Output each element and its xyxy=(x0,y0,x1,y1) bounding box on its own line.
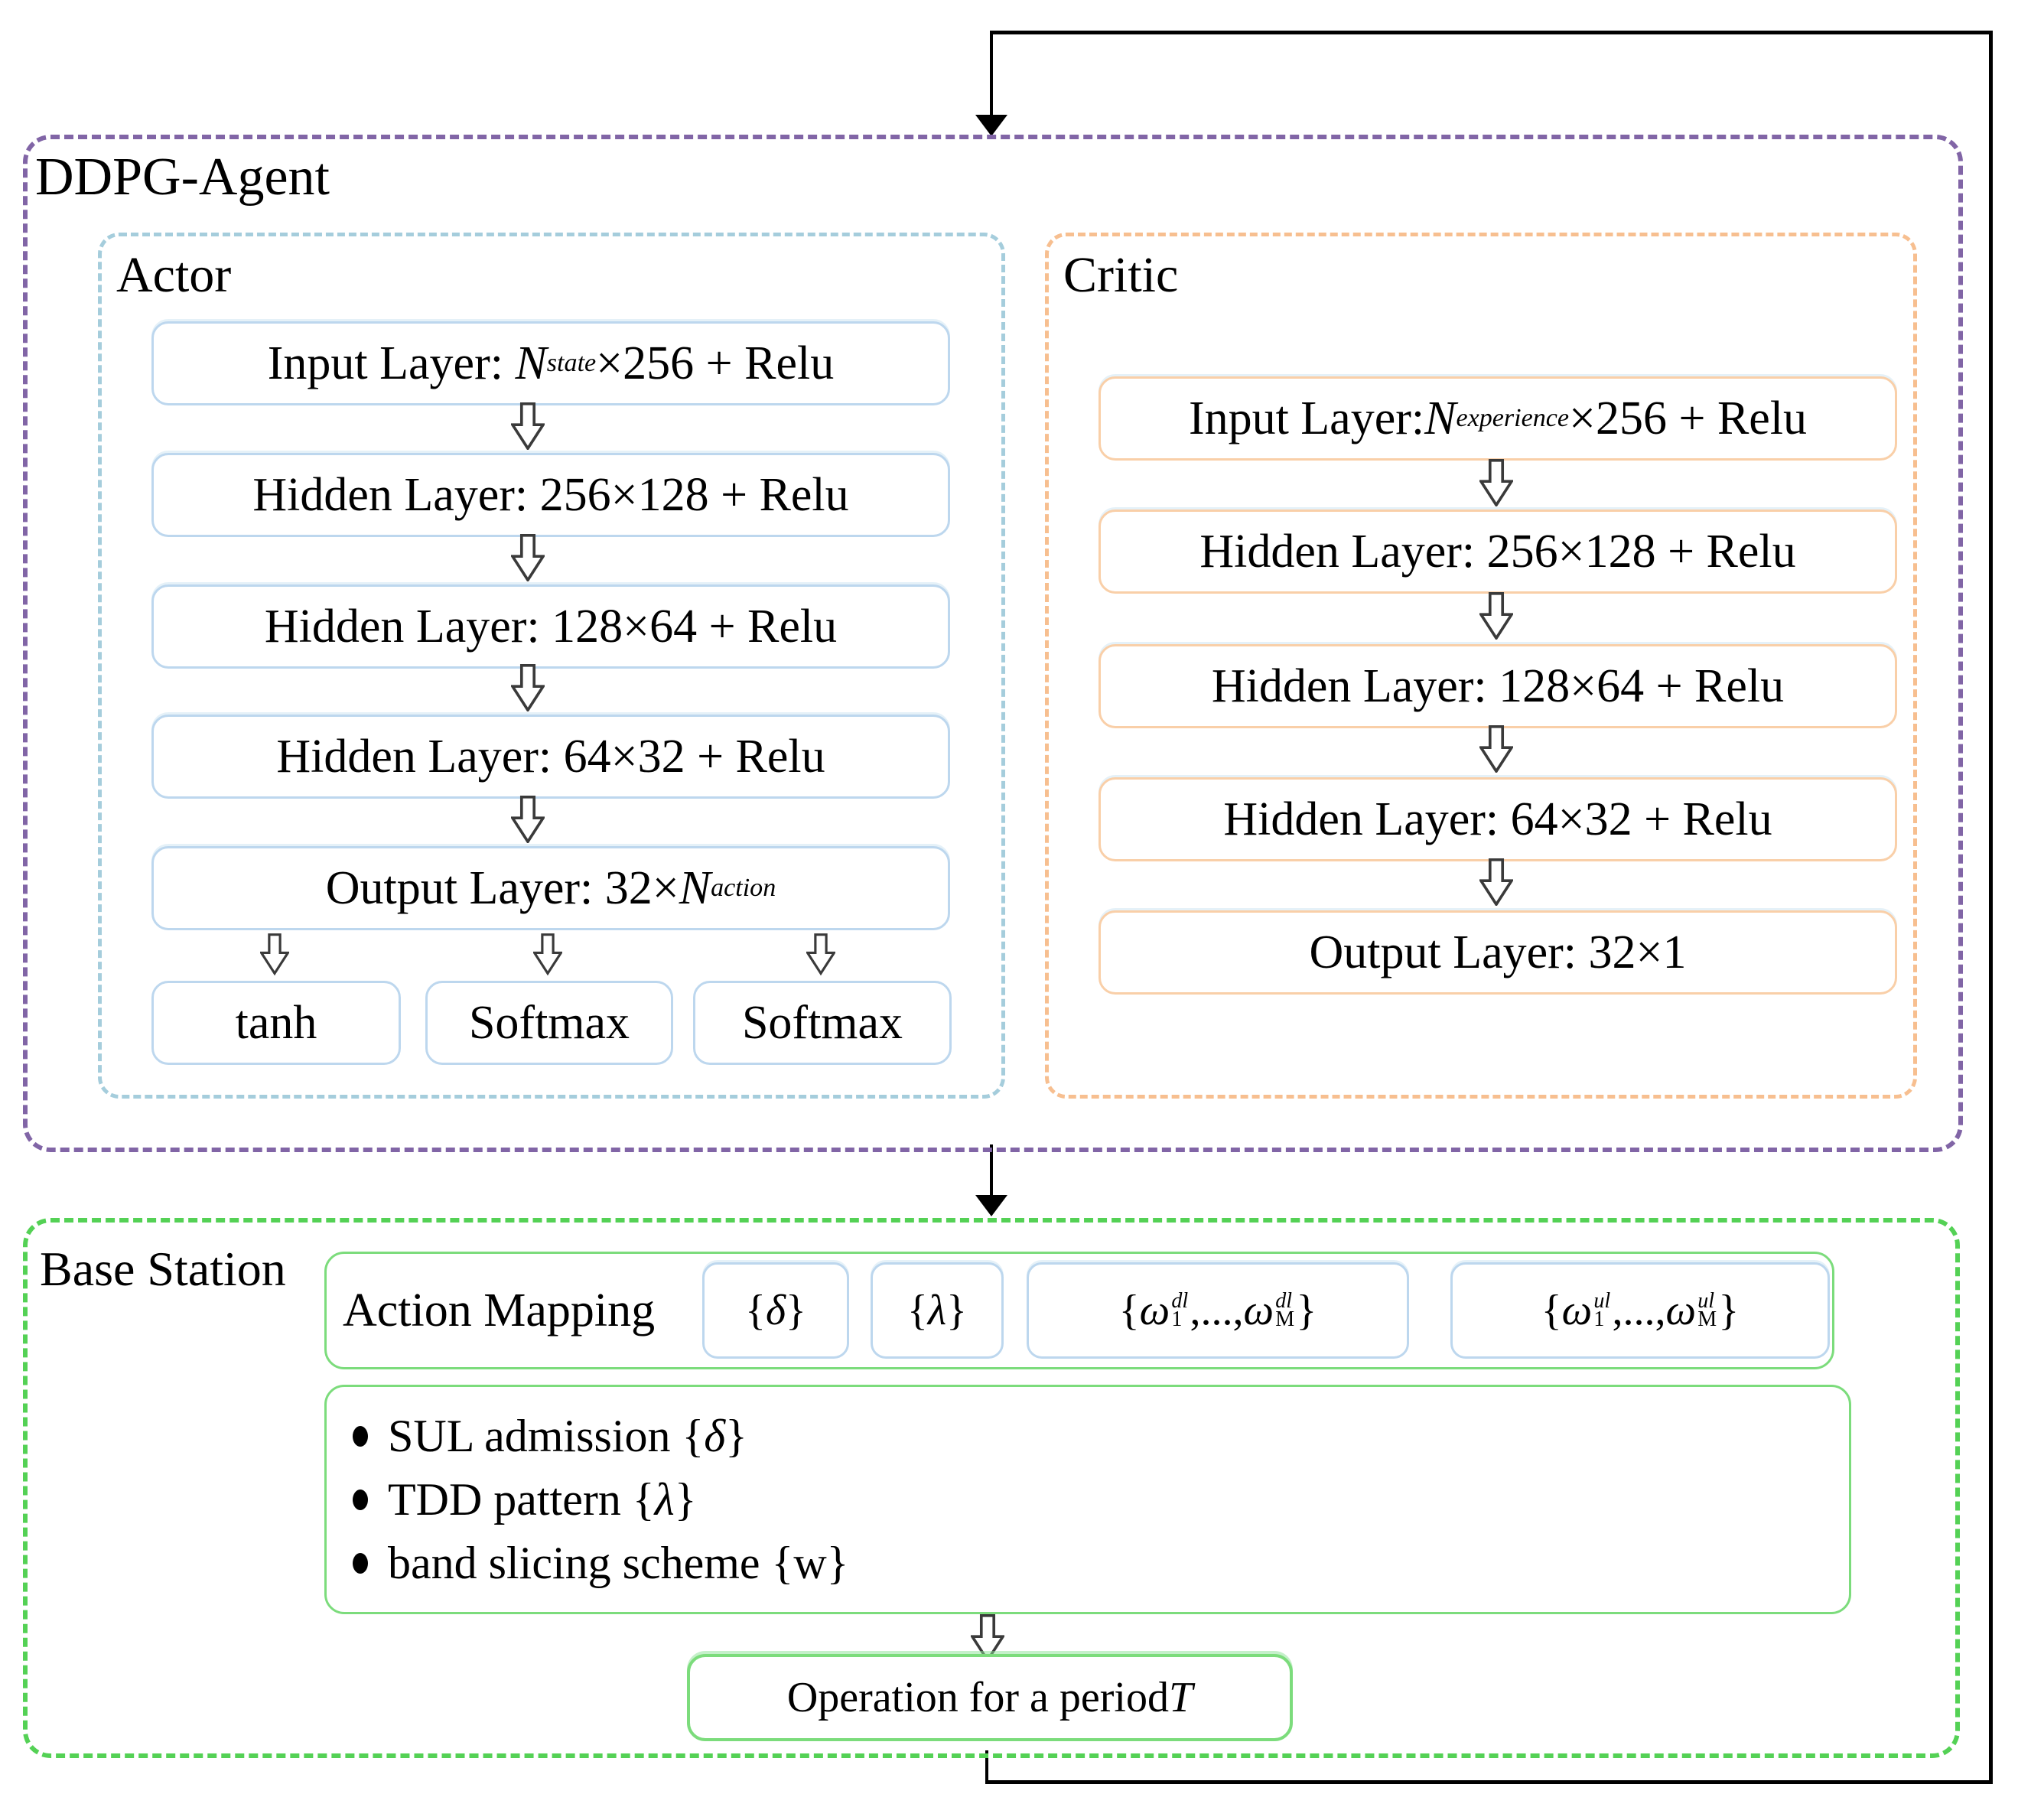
agent-to-station-line xyxy=(990,1144,993,1197)
decision-sul-admission: SUL admission {δ} xyxy=(388,1410,747,1461)
feedback-line-top xyxy=(990,31,1992,34)
action-mapping-label: Action Mapping xyxy=(343,1284,656,1337)
feedback-line-operation-out xyxy=(985,1750,988,1784)
down-arrow-icon xyxy=(1479,459,1513,506)
down-arrow-icon xyxy=(975,1195,1007,1216)
list-item: TDD pattern {λ} xyxy=(353,1473,1849,1526)
input-arrow-line xyxy=(990,31,993,118)
critic-output-layer: Output Layer: 32×1 xyxy=(1098,910,1897,995)
ddpg-agent-box xyxy=(23,135,1963,1152)
bullet-icon xyxy=(353,1552,368,1574)
list-item: SUL admission {δ} xyxy=(353,1410,1849,1463)
ddpg-agent-label: DDPG-Agent xyxy=(35,148,330,207)
operation-period-box: Operation for a period T xyxy=(687,1654,1293,1741)
down-arrow-icon xyxy=(1479,858,1513,906)
down-arrow-icon xyxy=(511,796,545,843)
down-arrow-icon xyxy=(533,933,562,976)
actor-box xyxy=(98,233,1005,1099)
decision-list-box: SUL admission {δ} TDD pattern {λ} band s… xyxy=(324,1385,1851,1614)
critic-hidden-layer-1: Hidden Layer: 256×128 + Relu xyxy=(1098,510,1897,594)
base-station-label: Base Station xyxy=(40,1242,286,1296)
decision-band-slicing: band slicing scheme {w} xyxy=(388,1537,849,1588)
down-arrow-icon xyxy=(1479,725,1513,773)
down-arrow-icon xyxy=(260,933,289,976)
down-arrow-icon xyxy=(971,1614,1004,1662)
action-set-lambda: {λ} xyxy=(871,1262,1004,1359)
decision-tdd-pattern: TDD pattern {λ} xyxy=(388,1473,697,1525)
bullet-icon xyxy=(353,1489,368,1510)
down-arrow-icon xyxy=(806,933,835,976)
critic-box xyxy=(1045,233,1917,1099)
action-set-delta: {δ} xyxy=(702,1262,849,1359)
actor-activation-tanh: tanh xyxy=(151,981,401,1065)
actor-hidden-layer-3: Hidden Layer: 64×32 + Relu xyxy=(151,715,950,799)
critic-hidden-layer-3: Hidden Layer: 64×32 + Relu xyxy=(1098,777,1897,861)
down-arrow-icon xyxy=(1479,592,1513,640)
feedback-line-right xyxy=(1989,31,1993,1783)
actor-activation-softmax-1: Softmax xyxy=(425,981,673,1065)
feedback-line-bottom xyxy=(985,1780,1993,1784)
base-station-box xyxy=(23,1218,1960,1758)
actor-hidden-layer-2: Hidden Layer: 128×64 + Relu xyxy=(151,584,950,669)
list-item: band slicing scheme {w} xyxy=(353,1537,1849,1590)
actor-activation-softmax-2: Softmax xyxy=(693,981,952,1065)
critic-hidden-layer-2: Hidden Layer: 128×64 + Relu xyxy=(1098,644,1897,728)
down-arrow-icon xyxy=(511,402,545,450)
actor-hidden-layer-1: Hidden Layer: 256×128 + Relu xyxy=(151,453,950,537)
down-arrow-icon xyxy=(511,664,545,711)
critic-label: Critic xyxy=(1063,247,1179,303)
bullet-icon xyxy=(353,1425,368,1447)
down-arrow-icon xyxy=(975,115,1007,136)
actor-label: Actor xyxy=(116,247,232,303)
down-arrow-icon xyxy=(511,534,545,581)
